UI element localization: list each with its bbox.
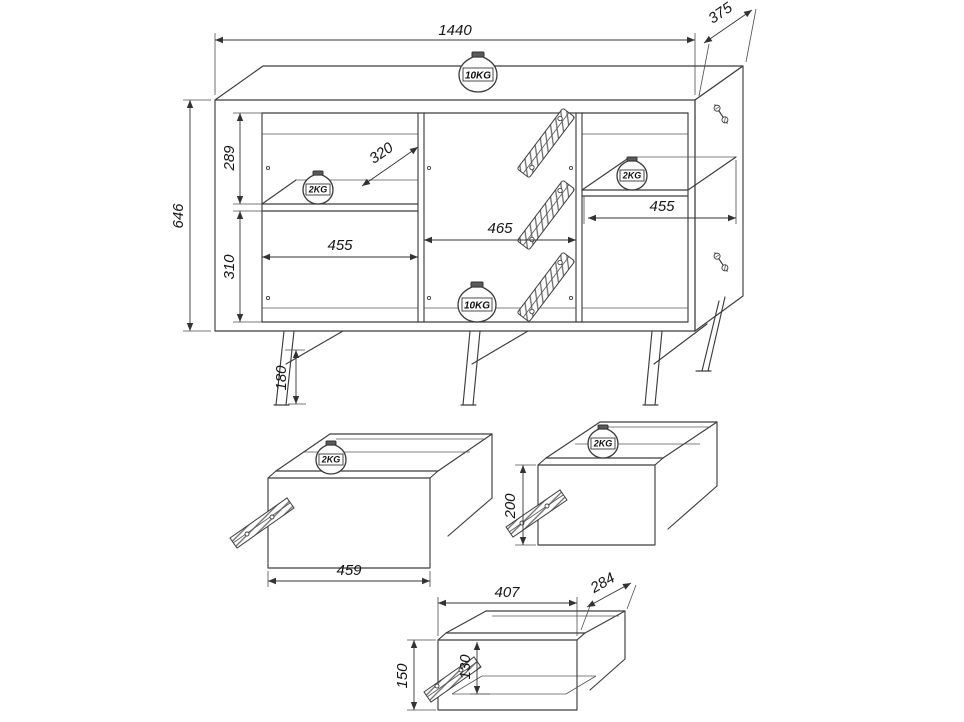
dim-overall-width: 1440 <box>214 22 696 95</box>
dim-label-overall-depth: 375 <box>705 0 736 27</box>
dim-left-section-width: 455 <box>262 237 418 261</box>
cabinet-legs <box>273 296 726 406</box>
weight-label: 10KG <box>465 71 491 82</box>
dim-label-middle-section: 465 <box>487 220 513 237</box>
dim-label-drawer-b-height: 200 <box>502 493 519 520</box>
dim-shelf-depth: 320 <box>361 139 419 187</box>
dim-lower-compartment-height: 310 <box>221 210 262 323</box>
drawer-a-front <box>267 477 431 569</box>
weight-icon-cabinet-top: 10KG <box>458 51 498 93</box>
drawer-c-slide-rail <box>423 656 482 703</box>
drawer-slide-icon-bottom <box>517 252 575 322</box>
left-shelf <box>261 179 419 212</box>
main-cabinet: 10KG 2KG 2KG 10KG <box>214 51 744 406</box>
dim-label-lower-compartment: 310 <box>221 254 238 280</box>
weight-icon-drawer-b: 2KG <box>587 424 619 459</box>
weight-icon-cabinet-bottom: 10KG <box>457 281 497 323</box>
drawer-slide-icon-middle <box>517 180 575 250</box>
dim-drawer-c-width: 407 <box>437 584 578 636</box>
shelf-pin-holes <box>265 165 574 301</box>
cabinet-carcass <box>214 99 696 332</box>
hinge-icon-bottom <box>713 252 729 272</box>
drawer-a: 2KG <box>229 433 493 569</box>
weight-icon-drawer-a: 2KG <box>315 440 347 475</box>
dim-drawer-c-inner-height: 130 <box>457 642 490 695</box>
weight-icon-right-shelf: 2KG <box>616 156 648 191</box>
weight-label: 10KG <box>464 301 490 312</box>
weight-icon-left-shelf: 2KG <box>302 170 334 205</box>
dim-drawer-b-height: 200 <box>502 464 536 546</box>
dim-label-body-height: 646 <box>170 203 187 229</box>
dim-label-drawer-a-width: 459 <box>336 562 362 579</box>
dim-label-right-section: 455 <box>649 198 675 215</box>
drawer-c <box>423 610 626 711</box>
dim-drawer-a-width: 459 <box>267 562 431 587</box>
dim-middle-section-width: 465 <box>424 220 576 244</box>
weight-label: 2KG <box>308 185 328 195</box>
drawer-slide-icon-top <box>517 108 575 178</box>
drawer-b: 2KG <box>505 421 718 546</box>
dim-upper-compartment-height: 289 <box>221 112 262 205</box>
dim-drawer-c-height: 150 <box>394 639 436 711</box>
dim-label-leg-height: 180 <box>273 365 290 391</box>
weight-label: 2KG <box>593 439 613 449</box>
dim-label-drawer-c-height: 150 <box>394 663 411 689</box>
dim-label-left-section: 455 <box>327 237 353 254</box>
weight-label: 2KG <box>321 455 341 465</box>
dim-label-drawer-c-inner-height: 130 <box>457 654 474 680</box>
dim-body-height: 646 <box>170 99 211 332</box>
dim-label-upper-compartment: 289 <box>221 145 238 172</box>
dim-drawer-c-depth: 284 <box>580 569 637 631</box>
dim-leg-height: 180 <box>273 349 306 405</box>
dim-label-shelf-depth: 320 <box>366 139 397 168</box>
dim-right-section-width: 455 <box>583 160 737 224</box>
hinge-icon-top <box>713 104 729 124</box>
weight-label: 2KG <box>622 171 642 181</box>
dim-label-drawer-c-width: 407 <box>494 584 520 601</box>
drawer-a-slide-rail <box>229 497 295 549</box>
dim-label-overall-width: 1440 <box>438 22 472 39</box>
